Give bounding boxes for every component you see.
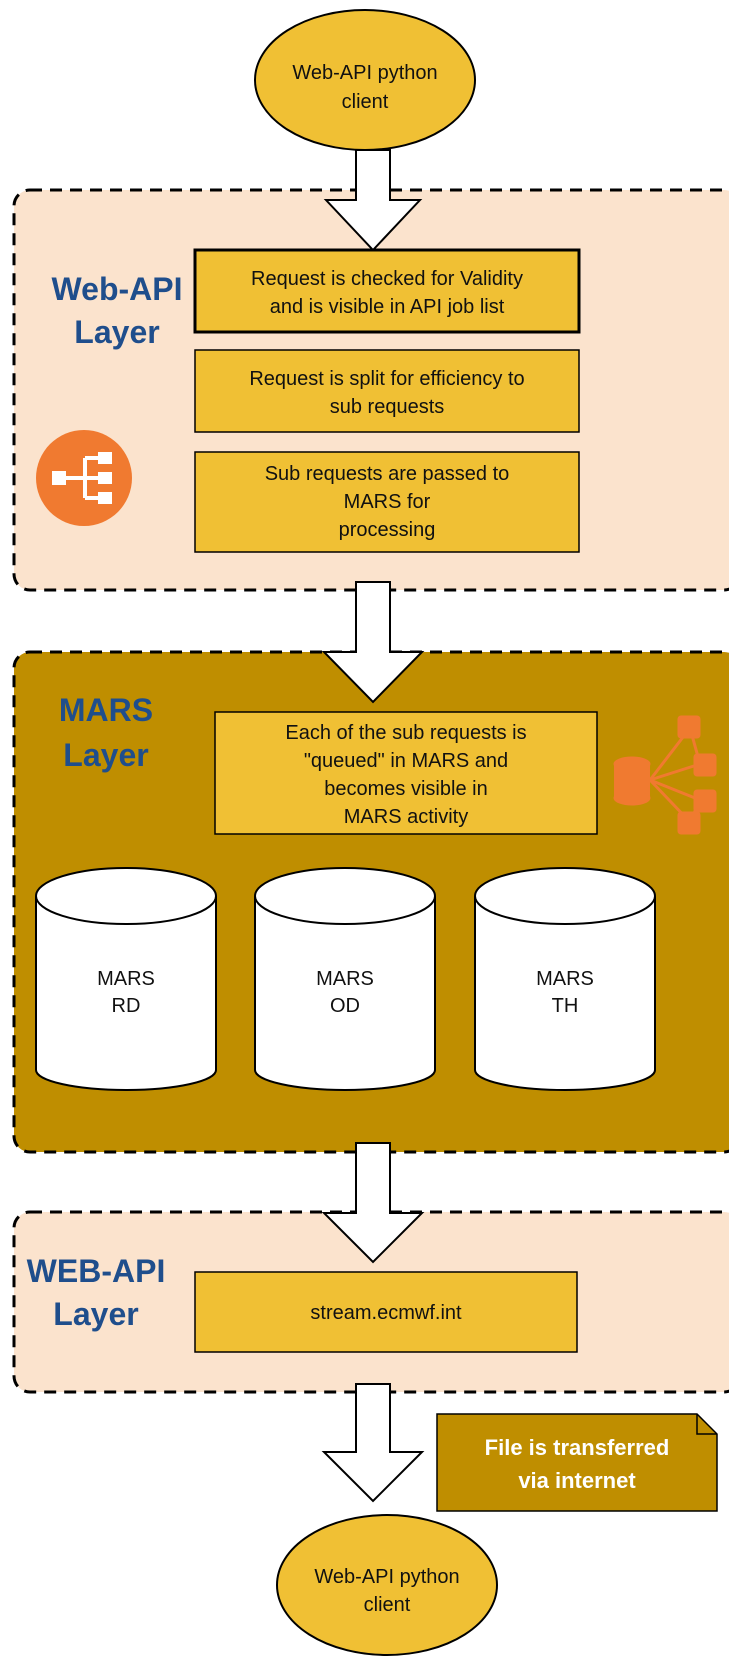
arrow-web-api-to-mars	[321, 581, 425, 704]
step-validity-box	[193, 248, 581, 334]
step-pass-line3: processing	[339, 519, 436, 541]
mars-layer-title-1: MARS	[59, 692, 153, 728]
web-api-layer-title-1: Web-API	[52, 271, 183, 307]
top-client-node	[254, 9, 476, 151]
mars-layer-title-2: Layer	[63, 737, 148, 773]
step-validity-line2: and is visible in API job list	[270, 296, 505, 318]
step-split-box	[194, 349, 580, 433]
db-th-line1: MARS	[536, 968, 594, 990]
db-th-line2: TH	[552, 995, 579, 1017]
stream-label: stream.ecmwf.int	[310, 1302, 462, 1324]
db-od-line2: OD	[330, 995, 360, 1017]
queue-line3: becomes visible in	[324, 778, 487, 800]
bottom-client-line2: client	[364, 1594, 411, 1616]
stream-box	[194, 1271, 578, 1353]
bottom-client-line1: Web-API python	[314, 1566, 459, 1588]
web-api-layer-2-title-2: Layer	[53, 1296, 138, 1332]
web-api-layer-title-2: Layer	[74, 314, 159, 350]
transfer-note-line1: File is transferred	[485, 1435, 670, 1460]
top-client-line2: client	[342, 91, 389, 113]
database-cylinder-th	[474, 867, 656, 1091]
arrow-web-api-2-to-client	[321, 1383, 425, 1503]
step-validity-line1: Request is checked for Validity	[251, 268, 523, 290]
step-split-line1: Request is split for efficiency to	[249, 368, 524, 390]
db-od-line1: MARS	[316, 968, 374, 990]
queue-line4: MARS activity	[344, 806, 468, 828]
top-client-line1: Web-API python	[292, 62, 437, 84]
share-network-icon	[36, 430, 132, 526]
transfer-note	[436, 1413, 718, 1512]
arrow-client-to-web-api	[323, 149, 423, 252]
step-pass-line1: Sub requests are passed to	[265, 463, 510, 485]
db-rd-line2: RD	[112, 995, 141, 1017]
transfer-note-line2: via internet	[518, 1468, 636, 1493]
arrow-mars-to-web-api-2	[321, 1142, 425, 1264]
db-rd-line1: MARS	[97, 968, 155, 990]
step-pass-box	[194, 451, 580, 553]
web-api-layer-2-title-1: WEB-API	[27, 1253, 166, 1289]
queue-box	[214, 711, 598, 835]
queue-line2: "queued" in MARS and	[304, 750, 508, 772]
database-network-icon	[613, 715, 717, 835]
database-cylinder-od	[254, 867, 436, 1091]
bottom-client-node	[276, 1514, 498, 1656]
database-cylinder-rd	[35, 867, 217, 1091]
step-pass-line2: MARS for	[344, 491, 431, 513]
queue-line1: Each of the sub requests is	[285, 722, 526, 744]
step-split-line2: sub requests	[330, 396, 445, 418]
